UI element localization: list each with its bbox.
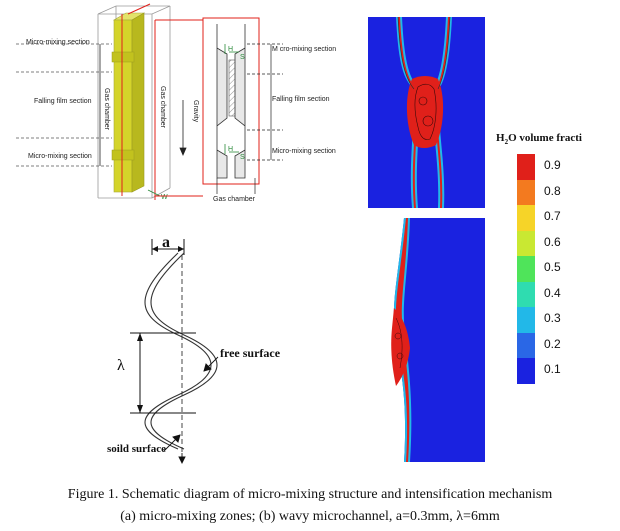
detail-label-h-top: H — [228, 46, 234, 53]
channel-3d-diagram — [16, 3, 171, 200]
cfd-contour-top — [368, 17, 485, 208]
label-axis-w: W — [161, 194, 168, 201]
colorbar-tick-label: 0.6 — [544, 234, 561, 249]
detail-label-micro-mixing-bottom: Micro-mixing section — [272, 148, 336, 155]
label-micro-mixing-top: Micro-mixing section — [26, 39, 90, 46]
colorbar-cell — [517, 230, 535, 256]
detail-label-s-bottom: S — [240, 154, 245, 161]
colorbar-cell — [517, 307, 535, 333]
wavy-label-free-surface: free surface — [220, 346, 281, 360]
label-gas-chamber-1: Gas chamber — [103, 88, 110, 131]
wavy-channel-diagram — [130, 239, 219, 465]
colorbar-cell — [517, 332, 535, 358]
detail-label-gas-chamber: Gas chamber — [213, 196, 256, 203]
colorbar-tick-label: 0.1 — [544, 362, 561, 376]
figure-caption-line1: Figure 1. Schematic diagram of micro-mix… — [67, 487, 553, 502]
figure-caption-line2: (a) micro-mixing zones; (b) wavy microch… — [120, 509, 500, 524]
wavy-label-a: a — [162, 234, 170, 251]
colorbar-tick-label: 0.2 — [544, 336, 561, 351]
colorbar-tick-label: 0.9 — [544, 158, 561, 172]
colorbar-title-sub: 2 — [504, 138, 509, 147]
cfd-contour-bottom — [368, 218, 485, 462]
detail-label-s-top: S — [240, 54, 245, 61]
detail-label-h-bottom: H — [228, 146, 234, 153]
colorbar-tick-label: 0.7 — [544, 209, 561, 223]
detail-label-gravity: Gravity — [192, 100, 199, 123]
label-falling-film: Falling film section — [34, 98, 92, 105]
detail-section-diagram — [155, 17, 283, 197]
colorbar-title-pre: H — [496, 132, 505, 144]
colorbar-title-post: O volume fracti — [508, 132, 582, 144]
colorbar-title: H2O volume fracti — [496, 132, 582, 146]
colorbar-cell — [517, 256, 535, 282]
colorbar-cell — [517, 154, 535, 180]
colorbar-tick-label: 0.3 — [544, 311, 561, 325]
detail-label-falling-film: Falling film section — [272, 96, 330, 103]
colorbar-tick-label: 0.8 — [544, 183, 561, 198]
wavy-label-lambda: λ — [117, 357, 125, 374]
colorbar-cell — [517, 281, 535, 307]
colorbar-cell — [517, 205, 535, 231]
detail-label-micro-mixing-top: M cro-mixing section — [272, 46, 337, 53]
colorbar-cell — [517, 179, 535, 205]
colorbar-tick-label: 0.5 — [544, 260, 561, 274]
colorbar-tick-label: 0.4 — [544, 285, 561, 300]
colorbar-cell — [517, 358, 535, 384]
label-micro-mixing-bottom: Micro-mixing section — [28, 153, 92, 160]
wavy-label-solid-surface: soild surface — [107, 443, 166, 455]
